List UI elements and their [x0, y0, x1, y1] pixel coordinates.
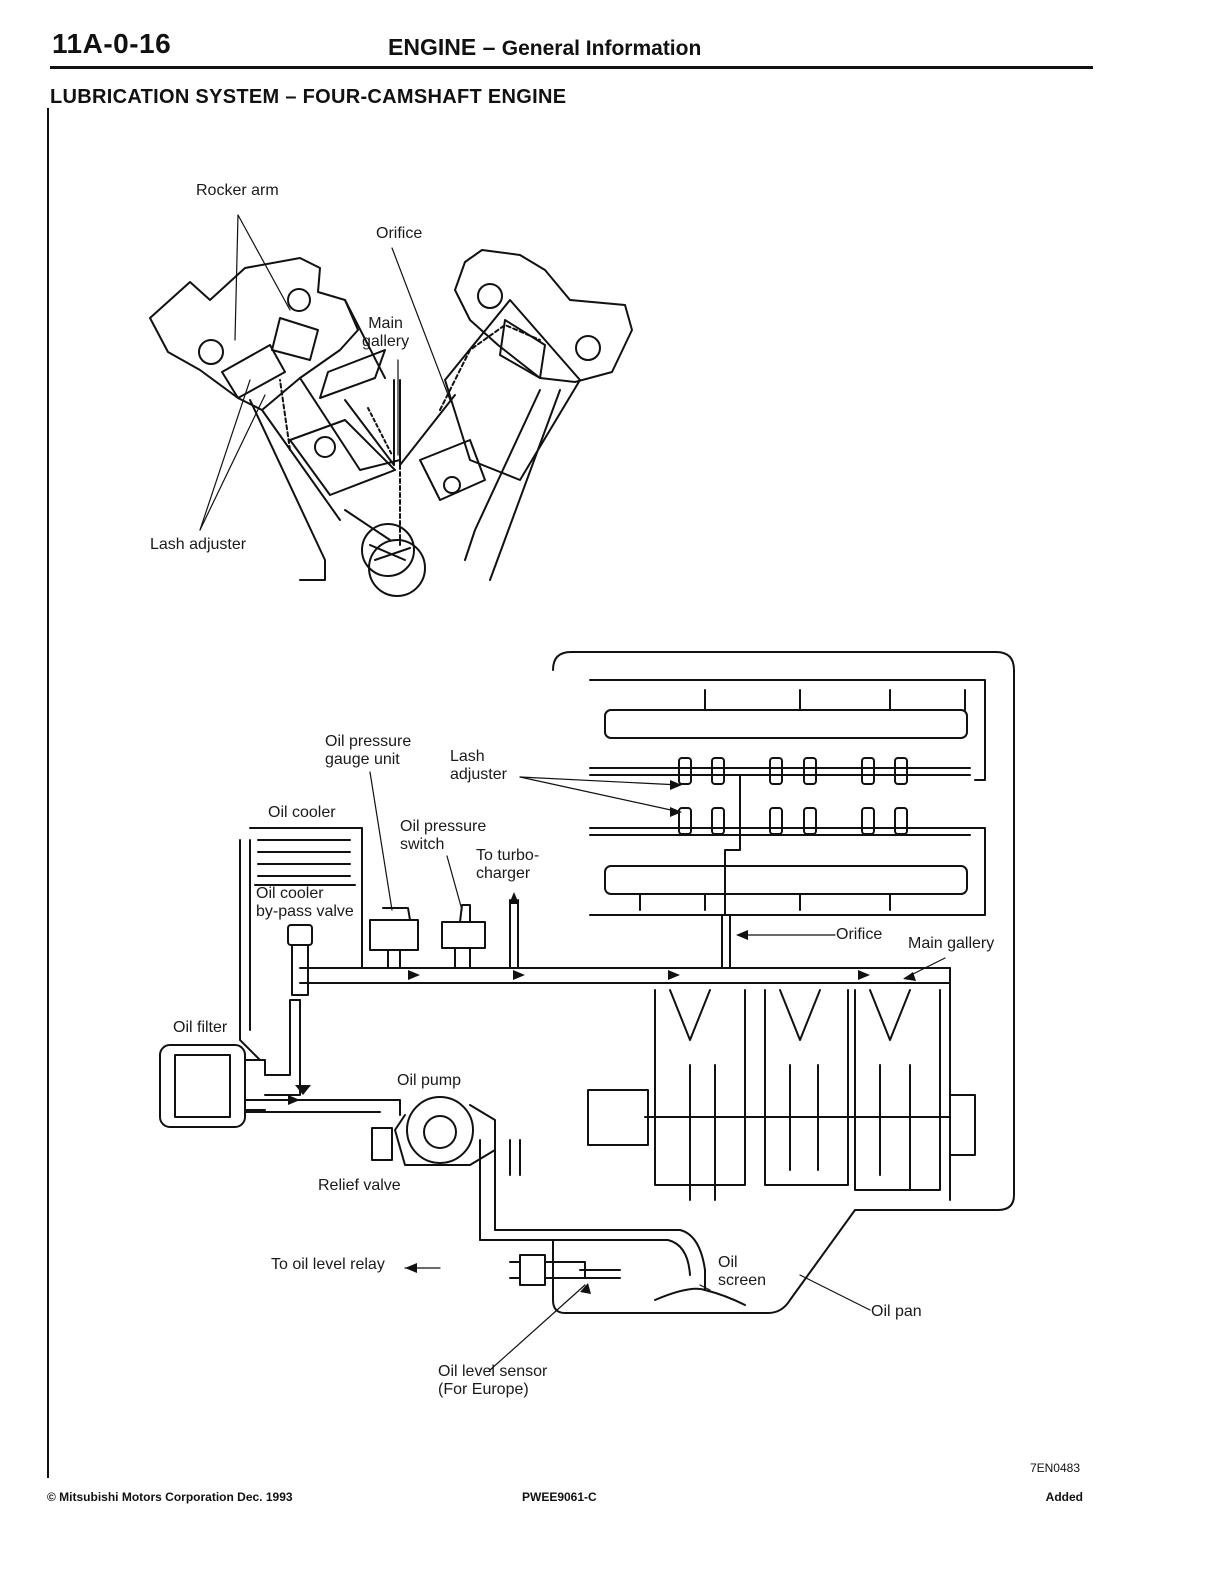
figure-code: 7EN0483: [1029, 1461, 1080, 1475]
label-main-gallery: Main gallery: [908, 935, 995, 952]
label-orifice: Orifice: [836, 926, 883, 943]
label-to-turbocharger: To turbo- charger: [476, 847, 540, 882]
label-orifice-top: Orifice: [376, 225, 423, 242]
label-oil-screen: Oil screen: [718, 1254, 767, 1289]
footer-status: Added: [1045, 1490, 1083, 1504]
page-number: 11A-0-16: [52, 28, 172, 59]
label-oil-filter: Oil filter: [173, 1019, 228, 1036]
label-oil-pressure-gauge-unit: Oil pressure gauge unit: [325, 733, 412, 768]
section-title: LUBRICATION SYSTEM – FOUR-CAMSHAFT ENGIN…: [50, 86, 567, 108]
header-title: ENGINE: [388, 34, 477, 60]
label-rocker-arm: Rocker arm: [196, 182, 279, 199]
label-lash-adjuster: Lash adjuster: [450, 748, 507, 783]
footer-doc-number: PWEE9061-C: [522, 1490, 597, 1504]
header-dash: –: [482, 34, 496, 60]
footer-copyright: © Mitsubishi Motors Corporation Dec. 199…: [47, 1490, 293, 1504]
label-oil-cooler-bypass-valve: Oil cooler by-pass valve: [256, 885, 354, 920]
label-oil-pressure-switch: Oil pressure switch: [400, 818, 487, 853]
label-oil-cooler: Oil cooler: [268, 804, 336, 821]
label-oil-pan: Oil pan: [871, 1303, 922, 1320]
left-margin-rule: [47, 108, 49, 1478]
header-rule: [50, 66, 1093, 69]
label-oil-level-sensor: Oil level sensor (For Europe): [438, 1363, 548, 1398]
label-relief-valve: Relief valve: [318, 1177, 401, 1194]
label-lash-adjuster-top: Lash adjuster: [150, 536, 247, 553]
label-to-oil-level-relay: To oil level relay: [271, 1256, 385, 1273]
header-subtitle: General Information: [501, 37, 702, 60]
label-oil-pump: Oil pump: [397, 1072, 462, 1089]
page-header-title: ENGINE – General Information: [388, 34, 701, 61]
label-main-gallery-top: Main gallery: [362, 315, 410, 350]
engine-cross-section: [149, 214, 633, 597]
lubrication-schematic: [159, 651, 1015, 1314]
